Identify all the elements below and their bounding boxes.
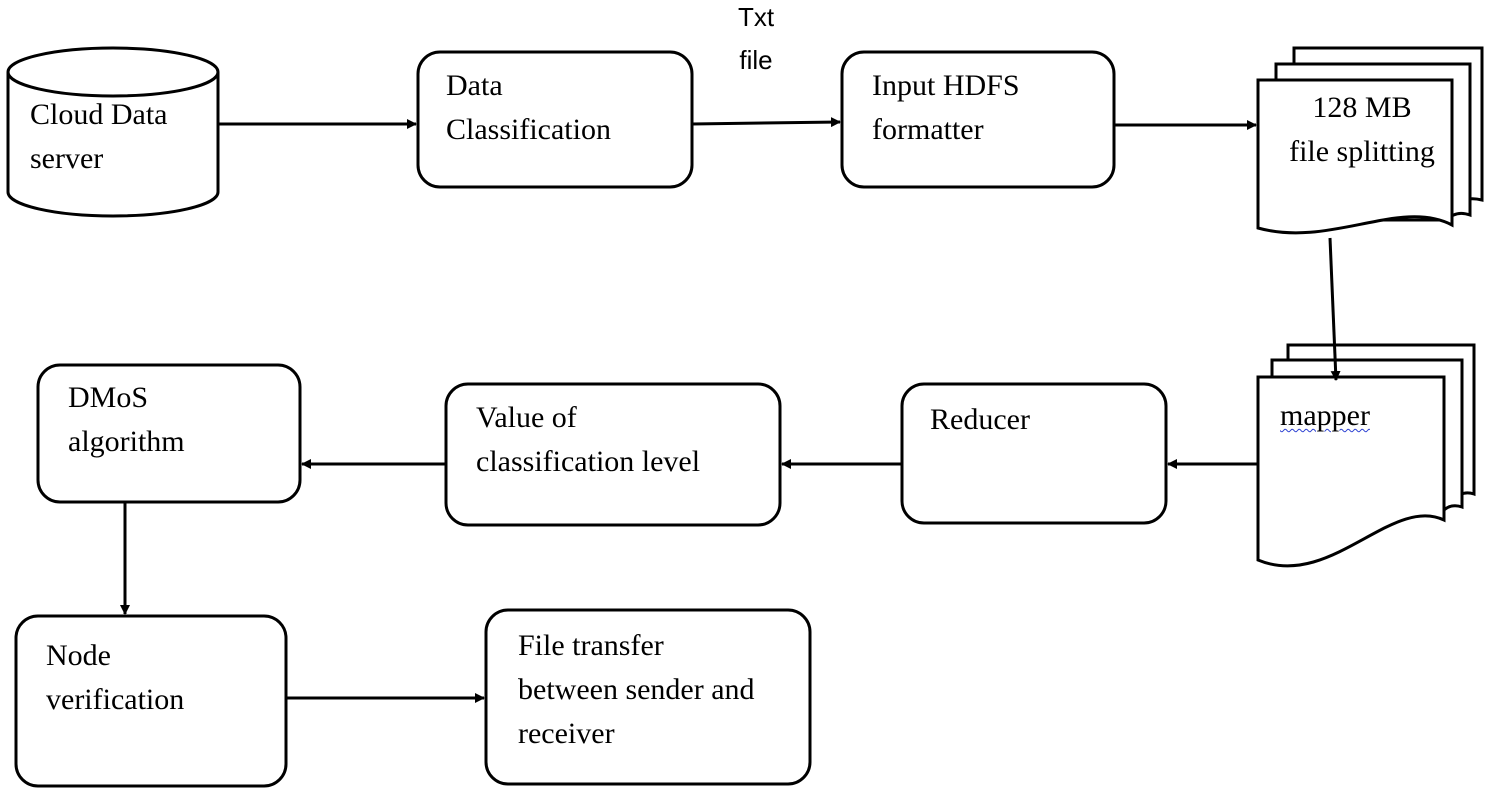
classification-value-box xyxy=(444,382,782,527)
node-verification-box xyxy=(14,614,288,788)
dmos-label: DMoS algorithm xyxy=(68,381,185,458)
arrow-splitting-to-mapper xyxy=(1328,237,1341,381)
classification-value-label: Value of classification level xyxy=(476,401,701,478)
file-transfer-label: File transfer between sender and receive… xyxy=(518,629,755,750)
file-transfer-box xyxy=(484,608,812,786)
data-classification-label: Data Classification xyxy=(446,69,611,146)
file-splitting-documents xyxy=(1256,46,1484,235)
mapper-documents xyxy=(1256,343,1476,568)
dmos-box xyxy=(36,363,302,504)
reducer-box xyxy=(900,382,1168,525)
mapper-label: mapper xyxy=(1280,399,1370,432)
arrow-classification-to-formatter xyxy=(691,117,841,128)
file-splitting-label: 128 MB file splitting xyxy=(1289,91,1435,168)
node-verification-label: Node verification xyxy=(46,639,185,716)
hdfs-formatter-label: Input HDFS formatter xyxy=(872,69,1020,146)
txt-file-edge-label: Txt file xyxy=(737,2,775,75)
data-classification-box xyxy=(416,50,694,189)
hdfs-formatter-box xyxy=(840,50,1116,189)
cloud-server-cylinder xyxy=(6,46,220,218)
cloud-server-label: Cloud Data server xyxy=(30,98,168,175)
reducer-label: Reducer xyxy=(930,403,1030,436)
